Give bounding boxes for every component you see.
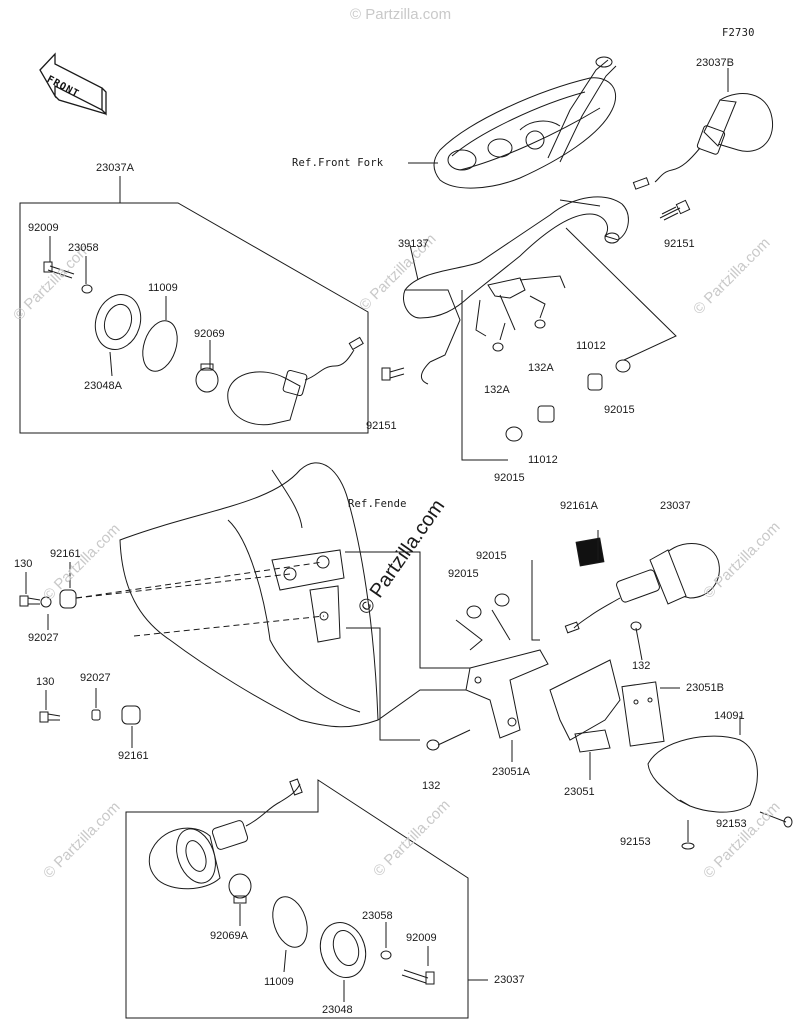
front-arrow-icon	[39, 52, 107, 116]
part-label-92151: 92151	[664, 238, 695, 250]
collar-11012-b	[537, 405, 555, 423]
bracket-23051A	[465, 649, 549, 739]
ref-front-fork-label: Ref.Front Fork	[292, 157, 384, 169]
watermark-text: © Partzilla.com	[350, 6, 452, 23]
part-label-92161: 92161	[50, 548, 81, 560]
rear-fender	[119, 462, 379, 728]
part-label-92151: 92151	[366, 420, 397, 432]
turn-signal-23037B	[632, 93, 774, 190]
plate-92161A	[575, 537, 605, 567]
part-label-92015: 92015	[494, 472, 525, 484]
lens-23048A	[94, 294, 142, 350]
part-label-92015: 92015	[604, 404, 635, 416]
part-label-92015: 92015	[476, 550, 507, 562]
bolt-130-b	[39, 711, 61, 723]
part-label-11012: 11012	[576, 340, 606, 352]
screw-92153-a	[681, 820, 695, 850]
part-label-92161A: 92161A	[560, 500, 598, 512]
ref-fender-label: Ref.Fende	[348, 498, 407, 510]
group-box-23037	[125, 779, 488, 1019]
collar-92027-a	[40, 596, 52, 608]
license-light-14091	[647, 735, 758, 813]
bolt-130-a	[19, 595, 41, 607]
part-label-132: 132	[422, 780, 441, 792]
part-label-130: 130	[36, 676, 55, 688]
screw-92009-bottom	[401, 969, 435, 985]
part-label-23058: 23058	[68, 242, 99, 254]
bracket-leaders	[461, 227, 677, 461]
nuts-92015-rear	[455, 593, 511, 651]
part-label-92069: 92069	[194, 328, 225, 340]
ring-11009-top	[142, 320, 178, 372]
ring-11009-bottom	[272, 896, 308, 948]
bulb-92069A	[228, 873, 252, 904]
screw-92009-top	[43, 261, 75, 279]
nut-23058-bottom	[380, 950, 392, 960]
bolt-132-b	[426, 729, 471, 751]
part-label-39137: 39137	[398, 238, 429, 250]
turn-signal-23037-bottom	[148, 778, 303, 890]
part-label-23037: 23037	[660, 500, 691, 512]
grommet-92161-a	[59, 589, 77, 609]
turn-signal-23037A	[227, 336, 364, 426]
collar-92027-b	[91, 709, 101, 721]
part-label-92153: 92153	[716, 818, 747, 830]
fender-leaders	[75, 561, 325, 637]
part-label-23037B: 23037B	[696, 57, 734, 69]
nut-23058-top	[81, 284, 93, 294]
part-label-11009: 11009	[148, 282, 178, 294]
part-label-11009: 11009	[264, 976, 294, 988]
part-label-132A: 132A	[528, 362, 554, 374]
figure-code: F2730	[722, 27, 755, 39]
part-label-23048A: 23048A	[84, 380, 122, 392]
part-label-132A: 132A	[484, 384, 510, 396]
turn-signal-23037-rear	[564, 543, 720, 634]
bulb-92069	[195, 363, 219, 393]
front-fork-bracket	[433, 56, 617, 189]
lens-23048	[319, 922, 367, 978]
part-label-92027: 92027	[80, 672, 111, 684]
nut-92015-b	[505, 426, 523, 442]
part-label-23051B: 23051B	[686, 682, 724, 694]
part-label-130: 130	[14, 558, 33, 570]
bolt-132-a	[630, 621, 643, 661]
part-label-23037: 23037	[494, 974, 525, 986]
part-label-23058: 23058	[362, 910, 393, 922]
part-label-132: 132	[632, 660, 651, 672]
part-label-23051: 23051	[564, 786, 595, 798]
bracket-23051	[549, 659, 621, 753]
part-label-23048: 23048	[322, 1004, 353, 1016]
part-label-92015: 92015	[448, 568, 479, 580]
part-label-92161: 92161	[118, 750, 149, 762]
part-label-92009: 92009	[28, 222, 59, 234]
bolt-92151-left	[381, 367, 405, 381]
wire-clip-bracket	[475, 275, 566, 337]
nut-132A-b	[492, 342, 504, 352]
part-label-23037A: 23037A	[96, 162, 134, 174]
part-label-92027: 92027	[28, 632, 59, 644]
bracket-39137	[403, 196, 629, 385]
part-label-14091: 14091	[714, 710, 745, 722]
bolt-92151-right	[659, 199, 691, 221]
screw-92153-b	[759, 811, 793, 828]
leader-39137	[409, 244, 419, 281]
part-label-11012: 11012	[528, 454, 558, 466]
grommet-92161-b	[121, 705, 141, 725]
part-label-92009: 92009	[406, 932, 437, 944]
fender-solid-leaders	[345, 551, 470, 741]
part-label-23051A: 23051A	[492, 766, 530, 778]
collar-11012-a	[587, 373, 603, 391]
group-box-23037A	[19, 176, 369, 434]
part-label-92153: 92153	[620, 836, 651, 848]
rear-leaders	[511, 530, 741, 780]
part-label-92069A: 92069A	[210, 930, 248, 942]
plate-23051B	[621, 681, 665, 747]
nut-92015-a	[615, 359, 631, 373]
nut-132A-a	[534, 319, 546, 329]
label-ticks	[25, 236, 429, 1002]
